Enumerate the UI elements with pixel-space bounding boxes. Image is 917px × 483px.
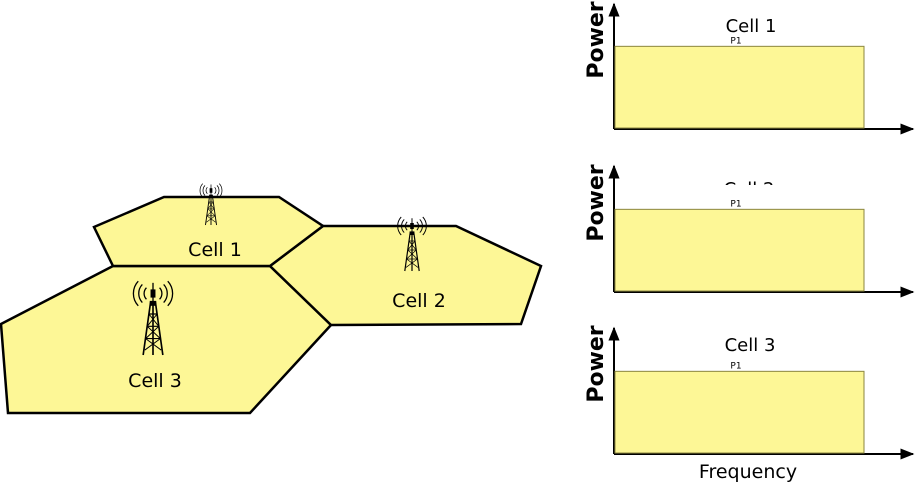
x-axis-label: Frequency	[699, 461, 797, 483]
chart-title: Cell 1	[726, 16, 777, 37]
cell-1-label: Cell 1	[188, 239, 242, 261]
power-bar-p1	[614, 45, 865, 129]
power-bar-p1	[614, 208, 865, 292]
chart-title: Cell 2	[724, 179, 775, 200]
y-axis-label: Power	[584, 164, 609, 241]
cell-3-label: Cell 3	[128, 370, 182, 392]
cell-2-label: Cell 2	[392, 290, 446, 312]
y-axis-label: Power	[584, 325, 609, 402]
chart-title: Cell 3	[725, 335, 776, 356]
cell-2-spectrum-chart: Cell 2 Power P1	[584, 164, 915, 298]
y-axis-label: Power	[584, 1, 609, 78]
bar-label-p1: P1	[730, 199, 741, 209]
power-bar-p1	[614, 370, 865, 454]
bar-label-p1: P1	[730, 361, 741, 371]
cell-1-hexagon	[92, 195, 326, 268]
cell-1-spectrum-chart: Cell 1 Power P1	[584, 1, 915, 135]
cell-3-spectrum-chart: Cell 3 Power P1 Frequency	[584, 325, 915, 483]
bar-label-p1: P1	[730, 36, 741, 46]
